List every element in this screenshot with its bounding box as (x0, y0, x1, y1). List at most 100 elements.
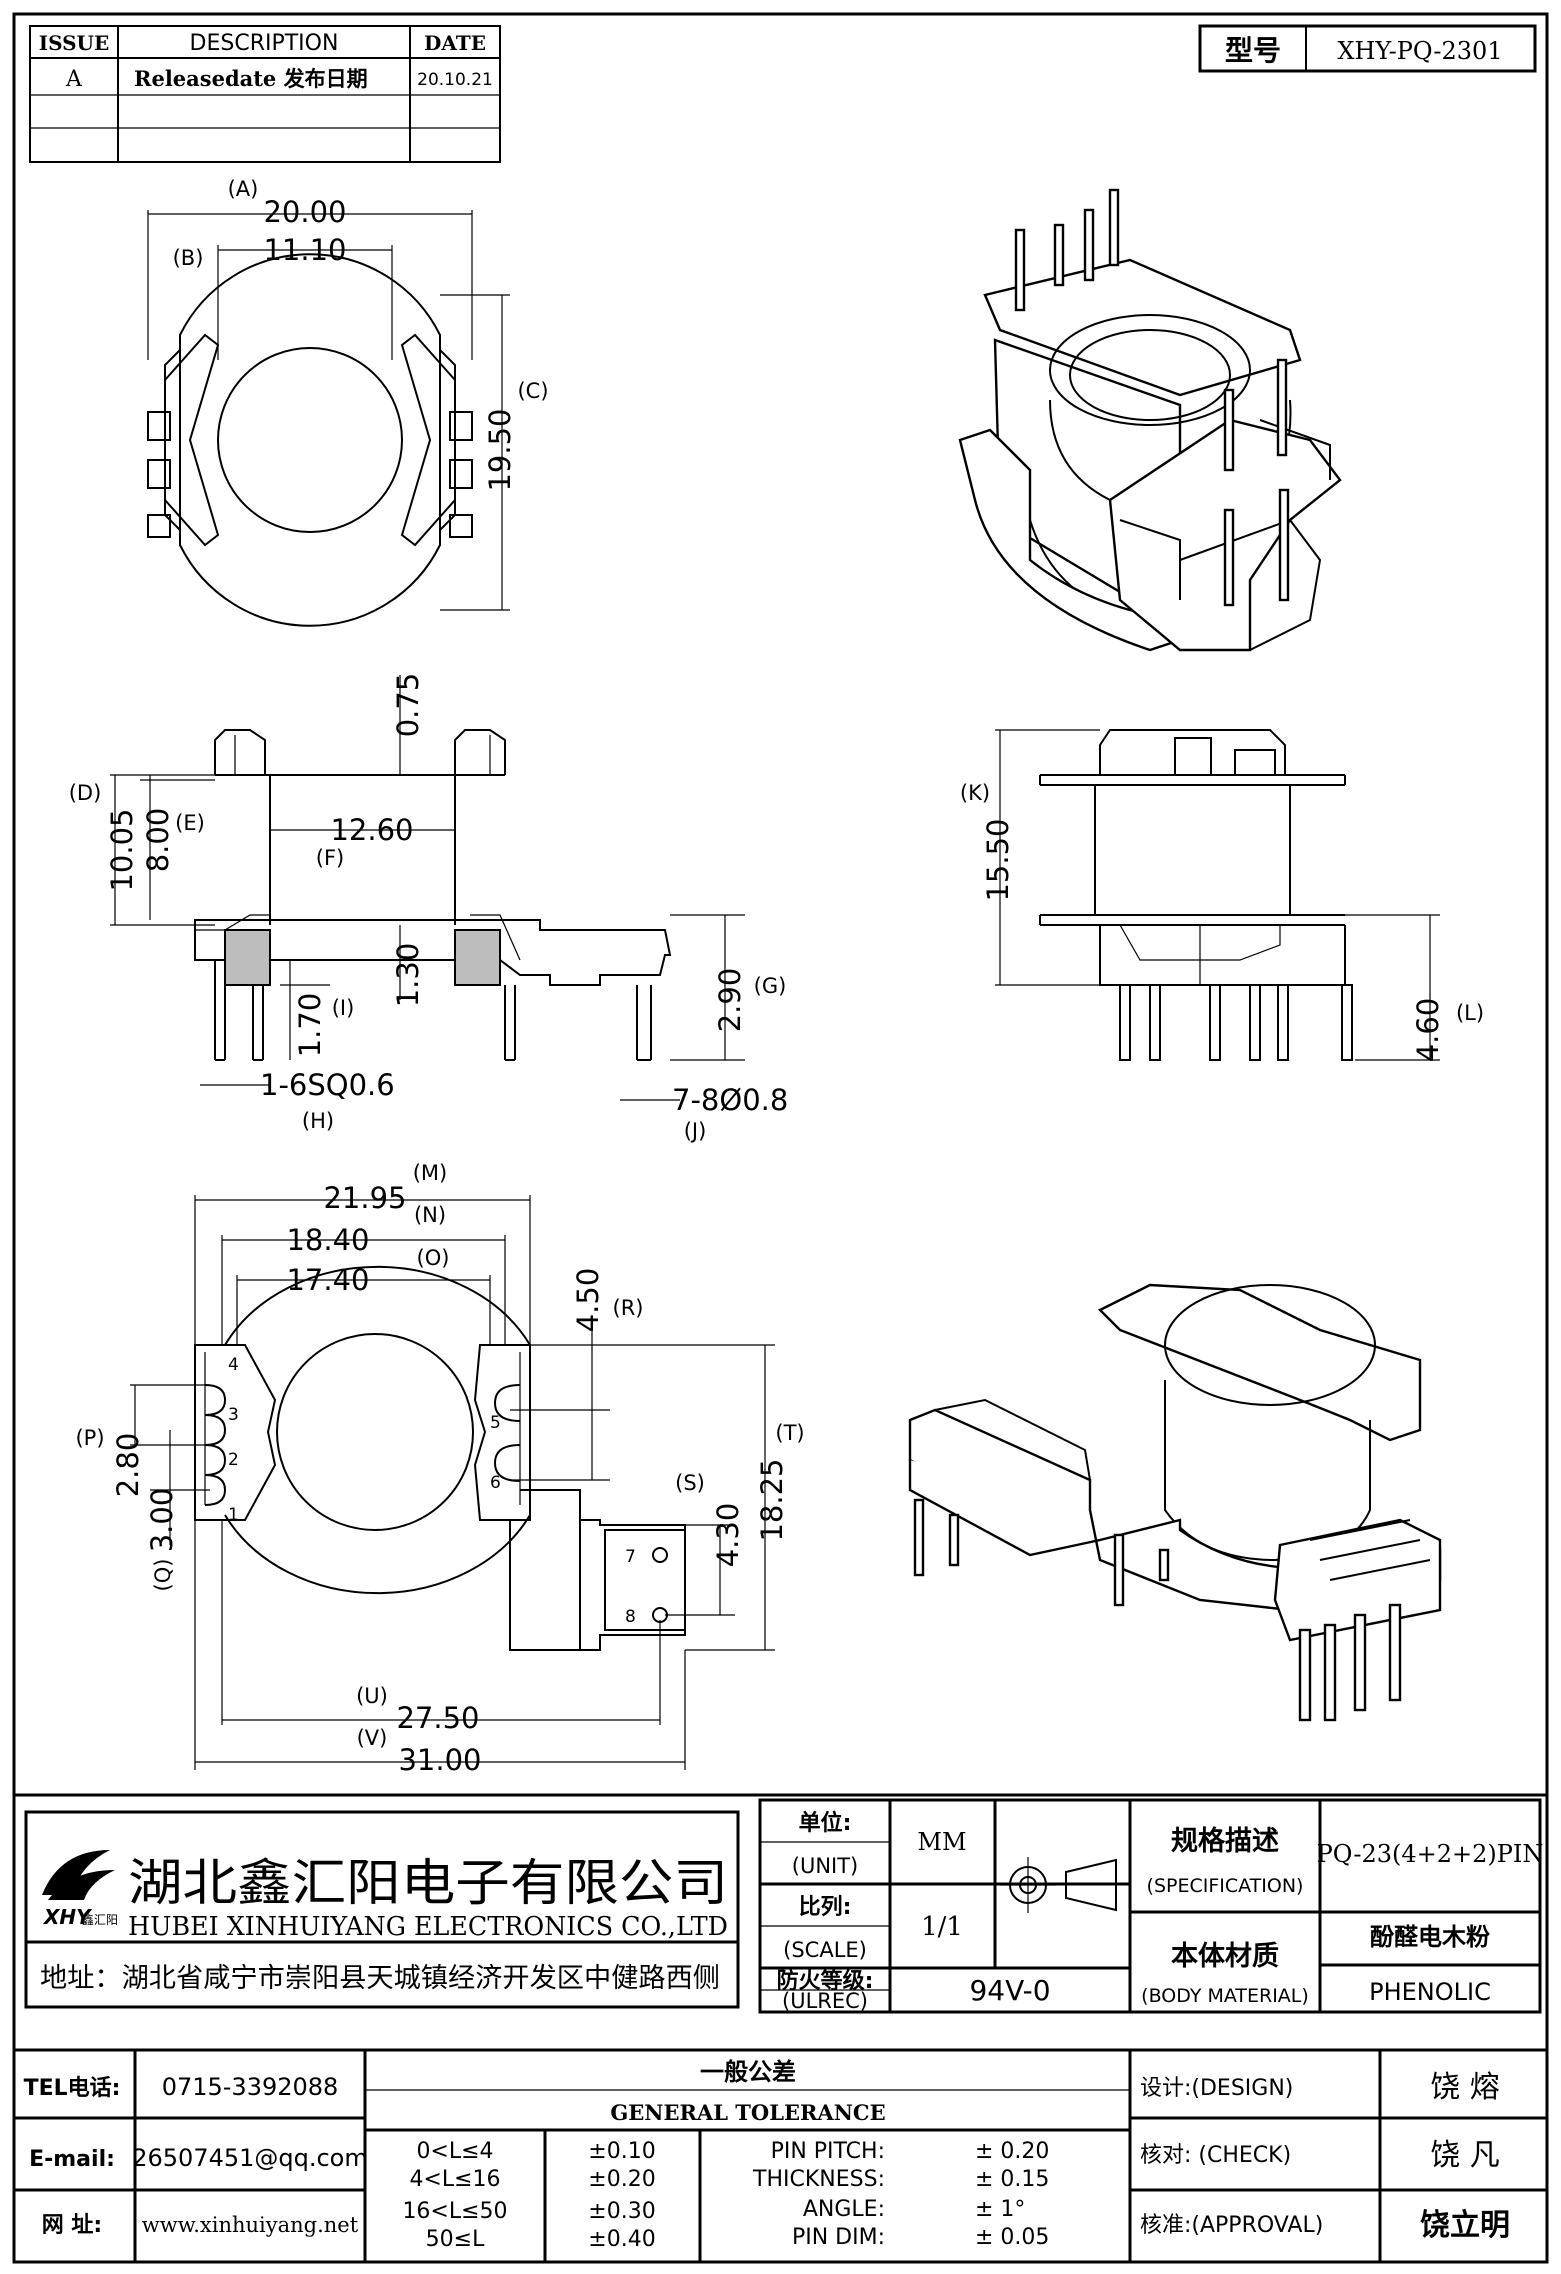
dim-m-value: 21.95 (323, 1181, 406, 1215)
pin-label-4: 4 (228, 1355, 239, 1375)
dim-b-ref: (B) (173, 246, 204, 270)
material-label-en: (BODY MATERIAL) (1141, 1985, 1309, 2007)
tolerance-title-en: GENERAL TOLERANCE (610, 2100, 885, 2125)
dim-l-value: 4.60 (1411, 998, 1445, 1063)
unit-label-en: (UNIT) (792, 1854, 859, 1878)
check-label: 核对: (CHECK) (1140, 2143, 1291, 2168)
scale-value: 1/1 (921, 1912, 963, 1942)
dim-b-value: 11.10 (263, 233, 346, 267)
dim-1-30-value: 1.30 (391, 943, 425, 1008)
tolerance-value-3: ±0.30 (588, 2199, 655, 2224)
dim-o-value: 17.40 (286, 1263, 369, 1297)
pin-label-2: 2 (228, 1450, 239, 1470)
dim-a-ref: (A) (228, 177, 259, 201)
rev-row-date: 20.10.21 (417, 70, 493, 90)
material-value-en: PHENOLIC (1369, 1978, 1491, 2006)
web-value: www.xinhuiyang.net (142, 2213, 359, 2237)
dim-l-ref: (L) (1456, 1001, 1484, 1025)
pin-label-3: 3 (228, 1405, 239, 1425)
dim-p-ref: (P) (75, 1426, 104, 1450)
design-label: 设计:(DESIGN) (1140, 2076, 1293, 2101)
spec-label-cn: 规格描述 (1171, 1826, 1279, 1857)
dim-o-ref: (O) (417, 1246, 450, 1270)
ulrec-value: 94V-0 (969, 1974, 1050, 2007)
sheet-border (12, 12, 1549, 2264)
material-label-cn: 本体材质 (1171, 1941, 1279, 1972)
pin-label-8: 8 (625, 1607, 636, 1627)
dim-v-value: 31.00 (398, 1743, 481, 1777)
tolerance-range-4: 50≤L (426, 2227, 485, 2252)
dim-q-value: 3.00 (145, 1488, 179, 1553)
dim-h-value: 1-6SQ0.6 (260, 1068, 395, 1102)
scale-label-cn: 比列: (799, 1895, 852, 1920)
tolerance-range-1: 0<L≤4 (416, 2139, 493, 2164)
company-logo: XHY 鑫汇阳 (42, 1850, 118, 1929)
pin-label-5: 5 (490, 1413, 501, 1433)
bottom-view: 4 3 2 1 5 6 7 8 (M) 21.95 (N) 18.40 (O) … (75, 1161, 804, 1777)
dim-i-value: 1.70 (293, 993, 327, 1058)
dim-s-ref: (S) (675, 1471, 705, 1495)
web-label: 网 址: (42, 2213, 102, 2238)
tolerance-range-2: 4<L≤16 (409, 2167, 500, 2192)
rev-row-issue: A (65, 67, 83, 92)
model-number: XHY-PQ-2301 (1337, 37, 1502, 65)
rev-header-description: DESCRIPTION (190, 31, 339, 56)
spec-tol-label-4: PIN DIM: (792, 2225, 885, 2250)
revision-table: ISSUE DESCRIPTION DATE A Releasedate 发布日… (29, 25, 501, 163)
company-name-en: HUBEI XINHUIYANG ELECTRONICS CO.,LTD (128, 1912, 728, 1942)
company-address: 地址：湖北省咸宁市崇阳县天城镇经济开发区中健路西侧 (40, 1963, 720, 1994)
dim-j-value: 7-8Ø0.8 (672, 1083, 788, 1117)
dim-i-ref: (I) (332, 996, 355, 1020)
dim-f-ref: (F) (316, 846, 344, 870)
dim-q-ref: (Q) (151, 1559, 175, 1592)
spec-tol-value-3: ± 1° (975, 2197, 1025, 2222)
dim-t-value: 18.25 (755, 1458, 789, 1541)
ulrec-label-cn: 防火等级: (777, 1968, 874, 1994)
model-label: 型号 (1225, 34, 1281, 67)
approval-label: 核准:(APPROVAL) (1140, 2213, 1323, 2238)
rev-row-description: Releasedate 发布日期 (134, 66, 368, 91)
tolerance-range-3: 16<L≤50 (402, 2199, 507, 2224)
top-view: (A) 20.00 (B) 11.10 (C) 19.50 (147, 177, 549, 627)
dim-g-value: 2.90 (713, 968, 747, 1033)
pin-label-7: 7 (625, 1547, 636, 1567)
title-block: XHY 鑫汇阳 湖北鑫汇阳电子有限公司 HUBEI XINHUIYANG ELE… (14, 1793, 1547, 2262)
projection-symbol-icon (1000, 1857, 1117, 1913)
logo-text: XHY (42, 1905, 93, 1929)
spec-tol-value-1: ± 0.20 (975, 2139, 1049, 2164)
pin-label-6: 6 (490, 1473, 501, 1493)
email-label: E-mail: (29, 2147, 115, 2172)
spec-label-en: (SPECIFICATION) (1147, 1875, 1304, 1897)
material-value-cn: 酚醛电木粉 (1370, 1923, 1490, 1951)
tolerance-value-4: ±0.40 (588, 2227, 655, 2252)
spec-tol-label-2: THICKNESS: (752, 2167, 885, 2192)
unit-value: MM (917, 1828, 966, 1856)
dim-n-value: 18.40 (286, 1223, 369, 1257)
design-name: 饶 熔 (1430, 2070, 1500, 2105)
company-name-cn: 湖北鑫汇阳电子有限公司 (128, 1854, 728, 1912)
rev-header-date: DATE (424, 31, 486, 55)
ulrec-label-en: (ULREC) (782, 1989, 868, 2013)
logo-subtext: 鑫汇阳 (82, 1912, 118, 1927)
dim-j-ref: (J) (684, 1119, 707, 1143)
front-view: 0.75 (D) 10.05 (E) 8.00 12.60 (F) 1.30 (… (69, 673, 789, 1143)
spec-tol-value-2: ± 0.15 (975, 2167, 1049, 2192)
pin-label-1: 1 (228, 1505, 239, 1525)
dim-d-value: 10.05 (105, 808, 139, 891)
approval-name: 饶立明 (1420, 2208, 1510, 2243)
dim-h-ref: (H) (302, 1109, 334, 1133)
dim-k-ref: (K) (960, 781, 990, 805)
spec-tol-label-1: PIN PITCH: (771, 2139, 885, 2164)
check-name: 饶 凡 (1430, 2138, 1500, 2173)
dim-n-ref: (N) (414, 1203, 446, 1227)
scale-label-en: (SCALE) (783, 1938, 867, 1962)
spec-tol-label-3: ANGLE: (803, 2197, 885, 2222)
dim-u-ref: (U) (356, 1684, 388, 1708)
spec-tol-value-4: ± 0.05 (975, 2225, 1049, 2250)
dim-r-value: 4.50 (571, 1268, 605, 1333)
tolerance-title-cn: 一般公差 (700, 2058, 796, 2086)
dim-0-75-value: 0.75 (391, 673, 425, 738)
spec-value: PQ-23(4+2+2)PIN (1317, 1840, 1544, 1868)
email-value: 26507451@qq.com (132, 2144, 368, 2172)
